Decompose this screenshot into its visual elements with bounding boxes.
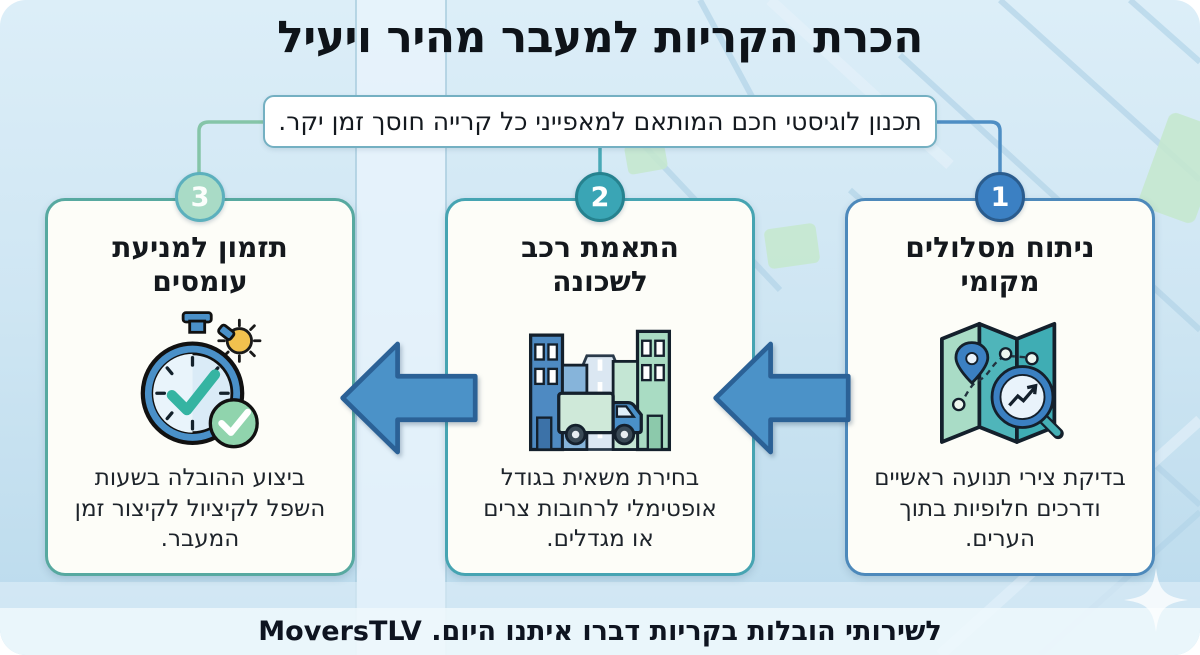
subtitle-box: תכנון לוגיסטי חכם המותאם למאפייני כל קרי… — [263, 95, 937, 148]
step-card-1: 1 ניתוח מסלולים מקומי — [845, 172, 1155, 576]
page-title: הכרת הקריות למעבר מהיר ויעיל — [277, 12, 923, 63]
step-number-badge-2: 2 — [575, 172, 625, 222]
footer-text: לשירותי הובלות בקריות דברו איתנו היום. M… — [258, 616, 942, 647]
step-card-3: 3 תזמון למניעת עומסים — [45, 172, 355, 576]
footer-bar: לשירותי הובלות בקריות דברו איתנו היום. M… — [0, 608, 1200, 655]
connector-step-1 — [930, 120, 1002, 176]
step-2-description: בחירת משאית בגודל אופטימלי לרחובות צרים … — [483, 465, 717, 553]
step-3-title: תזמון למניעת עומסים — [112, 231, 288, 299]
step-number-badge-3: 3 — [175, 172, 225, 222]
map-route-magnifier-icon — [848, 303, 1152, 461]
step-2-title: התאמת רכב לשכונה — [521, 231, 679, 299]
sparkle-icon — [1124, 568, 1188, 632]
step-number-badge-1: 1 — [975, 172, 1025, 222]
street-truck-icon — [448, 303, 752, 461]
step-card-2: 2 התאמת רכב לשכונה — [445, 172, 755, 576]
step-3-description: ביצוע ההובלה בשעות השפל לקיציול לקיצור ז… — [74, 465, 326, 553]
subtitle-text: תכנון לוגיסטי חכם המותאם למאפייני כל קרי… — [278, 107, 922, 136]
connector-step-3 — [197, 120, 270, 176]
stopwatch-checkmark-icon — [48, 303, 352, 461]
step-1-title: ניתוח מסלולים מקומי — [905, 231, 1095, 299]
step-1-description: בדיקת צירי תנועה ראשיים ודרכים חלופיות ב… — [874, 465, 1126, 553]
flow-arrow-step1-to-step2-icon — [713, 341, 851, 455]
flow-arrow-step2-to-step3-icon — [340, 341, 478, 455]
